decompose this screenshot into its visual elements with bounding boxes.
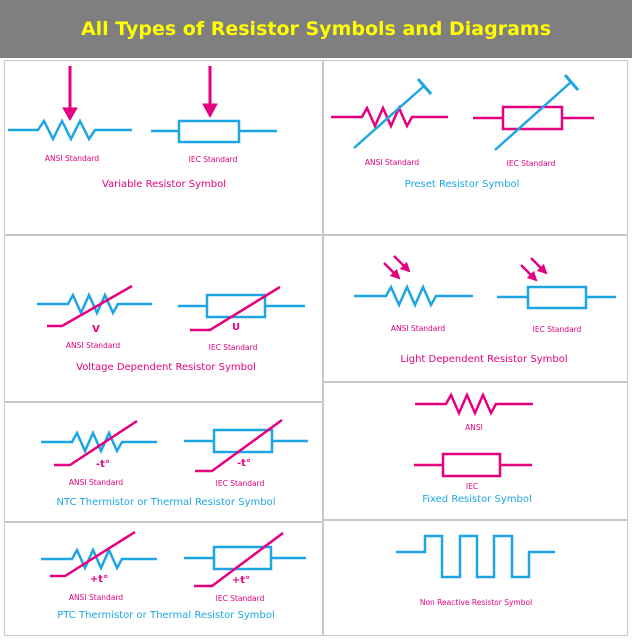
- ntc-caption: NTC Thermistor or Thermal Resistor Symbo…: [56, 497, 276, 508]
- ptc-iec-mark: +t°: [231, 575, 251, 586]
- ldr-ansi-label: ANSI Standard: [390, 324, 446, 333]
- ntc-ansi-symbol: [41, 419, 157, 467]
- panel-variable: [4, 60, 323, 235]
- panel-vdr: [4, 235, 323, 402]
- title-banner: All Types of Resistor Symbols and Diagra…: [0, 0, 632, 58]
- ntc-iec-label: IEC Standard: [215, 479, 265, 488]
- ntc-ansi-mark: -t°: [96, 459, 110, 470]
- preset-iec-label: IEC Standard: [506, 159, 556, 168]
- ptc-iec-symbol: [184, 531, 306, 588]
- panel-nonreactive: [323, 520, 628, 636]
- vdr-ansi-label: ANSI Standard: [65, 341, 121, 350]
- fixed-ansi-label: ANSI: [465, 423, 483, 432]
- vdr-iec-mark: U: [231, 322, 241, 333]
- ptc-iec-label: IEC Standard: [215, 594, 265, 603]
- ptc-caption: PTC Thermistor or Thermal Resistor Symbo…: [57, 610, 275, 621]
- ptc-ansi-label: ANSI Standard: [68, 593, 124, 602]
- ntc-iec-symbol: [184, 418, 308, 473]
- preset-ansi-label: ANSI Standard: [364, 158, 420, 167]
- variable-iec-label: IEC Standard: [188, 155, 238, 164]
- ldr-ansi-symbol: [354, 255, 473, 309]
- variable-iec-symbol: [151, 66, 277, 144]
- vdr-caption: Voltage Dependent Resistor Symbol: [76, 362, 256, 373]
- fixed-iec-symbol: [414, 452, 532, 478]
- vdr-iec-label: IEC Standard: [208, 343, 258, 352]
- ntc-ansi-label: ANSI Standard: [68, 478, 124, 487]
- fixed-iec-label: IEC: [465, 482, 479, 491]
- page-title: All Types of Resistor Symbols and Diagra…: [80, 18, 552, 40]
- ptc-ansi-symbol: [41, 530, 157, 578]
- ldr-iec-symbol: [497, 257, 616, 310]
- ldr-iec-label: IEC Standard: [532, 325, 582, 334]
- panel-fixed: [323, 382, 628, 520]
- ldr-caption: Light Dependent Resistor Symbol: [400, 354, 568, 365]
- fixed-caption: Fixed Resistor Symbol: [422, 494, 532, 505]
- preset-caption: Preset Resistor Symbol: [404, 179, 520, 190]
- panel-ntc: [4, 402, 323, 522]
- preset-ansi-symbol: [331, 78, 448, 149]
- variable-ansi-symbol: [8, 66, 132, 142]
- variable-caption: Variable Resistor Symbol: [101, 179, 227, 190]
- preset-iec-symbol: [473, 74, 594, 151]
- ntc-iec-mark: -t°: [237, 458, 251, 469]
- nonreactive-caption: Non Reactive Resistor Symbol: [419, 598, 533, 607]
- ptc-ansi-mark: +t°: [89, 574, 109, 585]
- vdr-ansi-symbol: [37, 284, 152, 328]
- panel-ptc: [4, 522, 323, 636]
- nonreactive-symbol: [396, 534, 555, 579]
- fixed-ansi-symbol: [415, 391, 533, 417]
- vdr-iec-symbol: [178, 285, 305, 332]
- vdr-ansi-mark: V: [92, 324, 100, 335]
- variable-ansi-label: ANSI Standard: [44, 154, 100, 163]
